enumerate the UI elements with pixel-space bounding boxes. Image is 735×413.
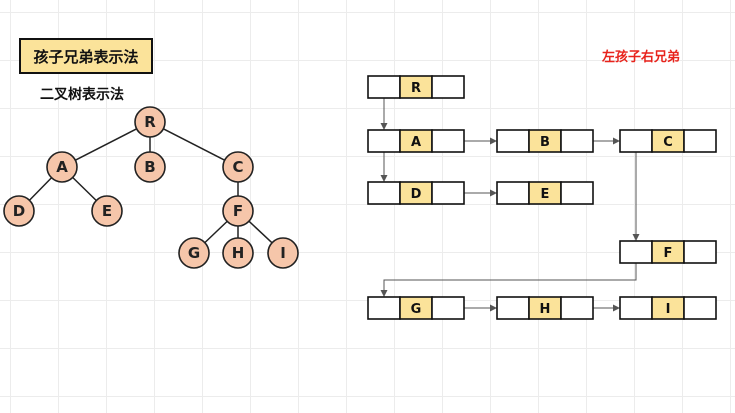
child-pointer-cell: [496, 296, 530, 320]
tree-node-circle: [178, 237, 210, 269]
tree-node-label: A: [56, 158, 68, 176]
list-node-label: B: [540, 135, 550, 150]
tree-node-h: H: [222, 237, 254, 269]
list-node-label: D: [411, 187, 422, 202]
list-node-label: R: [411, 81, 421, 96]
list-node-label: A: [411, 135, 421, 150]
sibling-pointer-cell: [431, 75, 465, 99]
list-title: 左孩子右兄弟: [602, 50, 681, 65]
tree-node-label: D: [13, 202, 25, 220]
tree-nodes: R A B C D E F G H I: [3, 106, 299, 269]
tree-node-circle: [3, 195, 35, 227]
tree-edge-f-g: [204, 220, 228, 244]
list-node-g: G: [367, 296, 465, 320]
sibling-pointer-cell: [431, 296, 465, 320]
tree-node-label: R: [144, 113, 156, 131]
child-pointer-cell: [367, 296, 401, 320]
tree-node-label: B: [144, 158, 155, 176]
tree-node-circle: [46, 151, 78, 183]
sibling-pointer-cell: [683, 296, 717, 320]
child-pointer-cell: [619, 296, 653, 320]
tree-node-f: F: [222, 195, 254, 227]
tree-node-label: C: [232, 158, 243, 176]
sibling-pointer-cell: [560, 296, 594, 320]
sibling-pointer-cell: [431, 129, 465, 153]
tree-node-label: G: [188, 244, 200, 262]
list-nodes: R A B C D E F G H I: [367, 75, 717, 320]
tree-node-circle: [222, 151, 254, 183]
child-pointer-cell: [367, 75, 401, 99]
tree-node-r: R: [134, 106, 166, 138]
tree-edge-r-c: [163, 128, 225, 161]
sibling-pointer-cell: [683, 240, 717, 264]
tree-edge-r-a: [75, 128, 137, 161]
list-node-a: A: [367, 129, 465, 153]
list-node-r: R: [367, 75, 465, 99]
child-pointer-cell: [619, 129, 653, 153]
child-pointer-cell: [367, 129, 401, 153]
sibling-pointer-cell: [560, 129, 594, 153]
sibling-pointer-cell: [683, 129, 717, 153]
tree-edge-f-i: [248, 220, 273, 244]
list-node-label: E: [541, 187, 550, 202]
child-pointer-cell: [496, 129, 530, 153]
sibling-pointer-cell: [431, 181, 465, 205]
tree-node-circle: [134, 151, 166, 183]
list-node-label: F: [664, 246, 673, 261]
tree-node-circle: [267, 237, 299, 269]
tree-node-circle: [222, 195, 254, 227]
child-pointer-cell: [619, 240, 653, 264]
tree-node-g: G: [178, 237, 210, 269]
tree-edge-a-d: [28, 177, 53, 201]
child-pointer-cell: [367, 181, 401, 205]
list-node-label: G: [411, 302, 422, 317]
list-node-d: D: [367, 181, 465, 205]
list-node-b: B: [496, 129, 594, 153]
title-text: 孩子兄弟表示法: [33, 47, 139, 66]
list-node-label: C: [663, 135, 673, 150]
tree-node-label: H: [232, 244, 245, 262]
title-box: 孩子兄弟表示法: [19, 38, 153, 74]
tree-edges: [28, 128, 273, 244]
list-node-label: I: [666, 302, 671, 317]
list-node-e: E: [496, 181, 594, 205]
list-node-label: H: [540, 302, 551, 317]
tree-node-label: E: [102, 202, 112, 220]
list-node-c: C: [619, 129, 717, 153]
sibling-pointer-cell: [560, 181, 594, 205]
tree-node-circle: [134, 106, 166, 138]
child-pointer-cell: [496, 181, 530, 205]
tree-node-label: I: [280, 244, 286, 262]
tree-node-i: I: [267, 237, 299, 269]
tree-node-a: A: [46, 151, 78, 183]
list-node-f: F: [619, 240, 717, 264]
tree-node-d: D: [3, 195, 35, 227]
tree-node-circle: [222, 237, 254, 269]
tree-title: 二叉树表示法: [40, 87, 124, 103]
tree-node-circle: [91, 195, 123, 227]
tree-node-c: C: [222, 151, 254, 183]
tree-edge-a-e: [72, 176, 97, 202]
list-node-i: I: [619, 296, 717, 320]
list-node-h: H: [496, 296, 594, 320]
first-child-pointer-f-g: [380, 252, 637, 297]
tree-node-b: B: [134, 151, 166, 183]
tree-node-e: E: [91, 195, 123, 227]
tree-node-label: F: [233, 202, 243, 220]
